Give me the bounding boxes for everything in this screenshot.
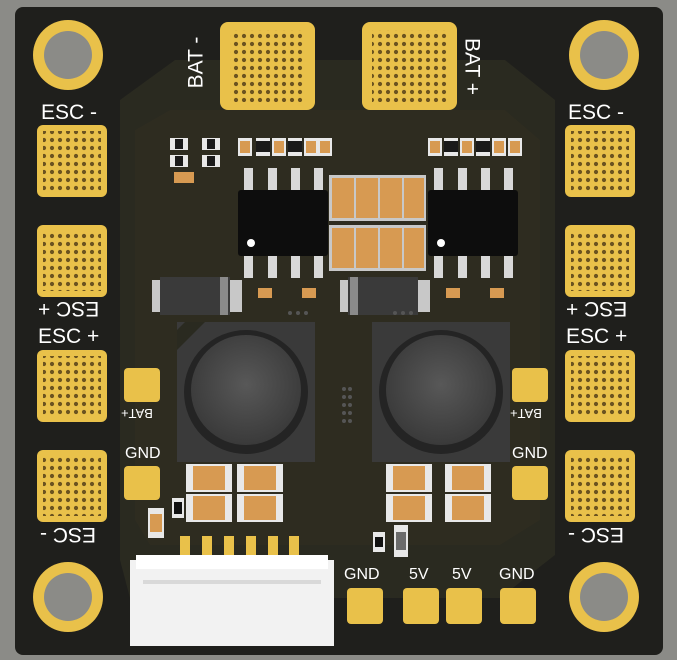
bat-small-right-label: BAT+: [510, 406, 542, 421]
v5-2-label: 5V: [452, 566, 472, 583]
smd-passives: [170, 138, 522, 298]
v5-1-label: 5V: [409, 566, 429, 583]
esc-plus-left-flipped-label: ESC +: [38, 297, 100, 320]
esc-minus-left-flipped-label: ESC -: [40, 523, 97, 546]
esc-pads-right: [565, 125, 635, 522]
diodes: [152, 277, 430, 315]
battery-pads: [220, 22, 457, 110]
esc-pads-left: [37, 125, 107, 522]
gnd-bottom-2-label: GND: [499, 566, 535, 583]
mounting-holes: [33, 20, 639, 632]
esc-minus-top-right-label: ESC -: [568, 101, 625, 124]
ic-chips: [238, 168, 518, 278]
vias: [288, 311, 413, 423]
gnd-bottom-1-label: GND: [344, 566, 380, 583]
bat-plus-label: BAT +: [460, 37, 484, 95]
esc-plus-right-flipped-label: ESC +: [566, 297, 628, 320]
gnd-left-label: GND: [125, 445, 161, 462]
inductors: [177, 322, 510, 462]
gnd-right-label: GND: [512, 445, 548, 462]
esc-minus-right-flipped-label: ESC -: [568, 523, 625, 546]
bat-small-left-label: BAT+: [121, 406, 153, 421]
esc-minus-top-left-label: ESC -: [41, 101, 98, 124]
small-pads: [124, 368, 548, 624]
bat-minus-label: BAT -: [184, 36, 208, 89]
esc-plus-left-label: ESC +: [38, 325, 100, 348]
esc-plus-right-label: ESC +: [566, 325, 628, 348]
output-capacitors: [148, 464, 491, 557]
jst-connector: [130, 536, 334, 646]
capacitor-bank: [329, 175, 426, 271]
